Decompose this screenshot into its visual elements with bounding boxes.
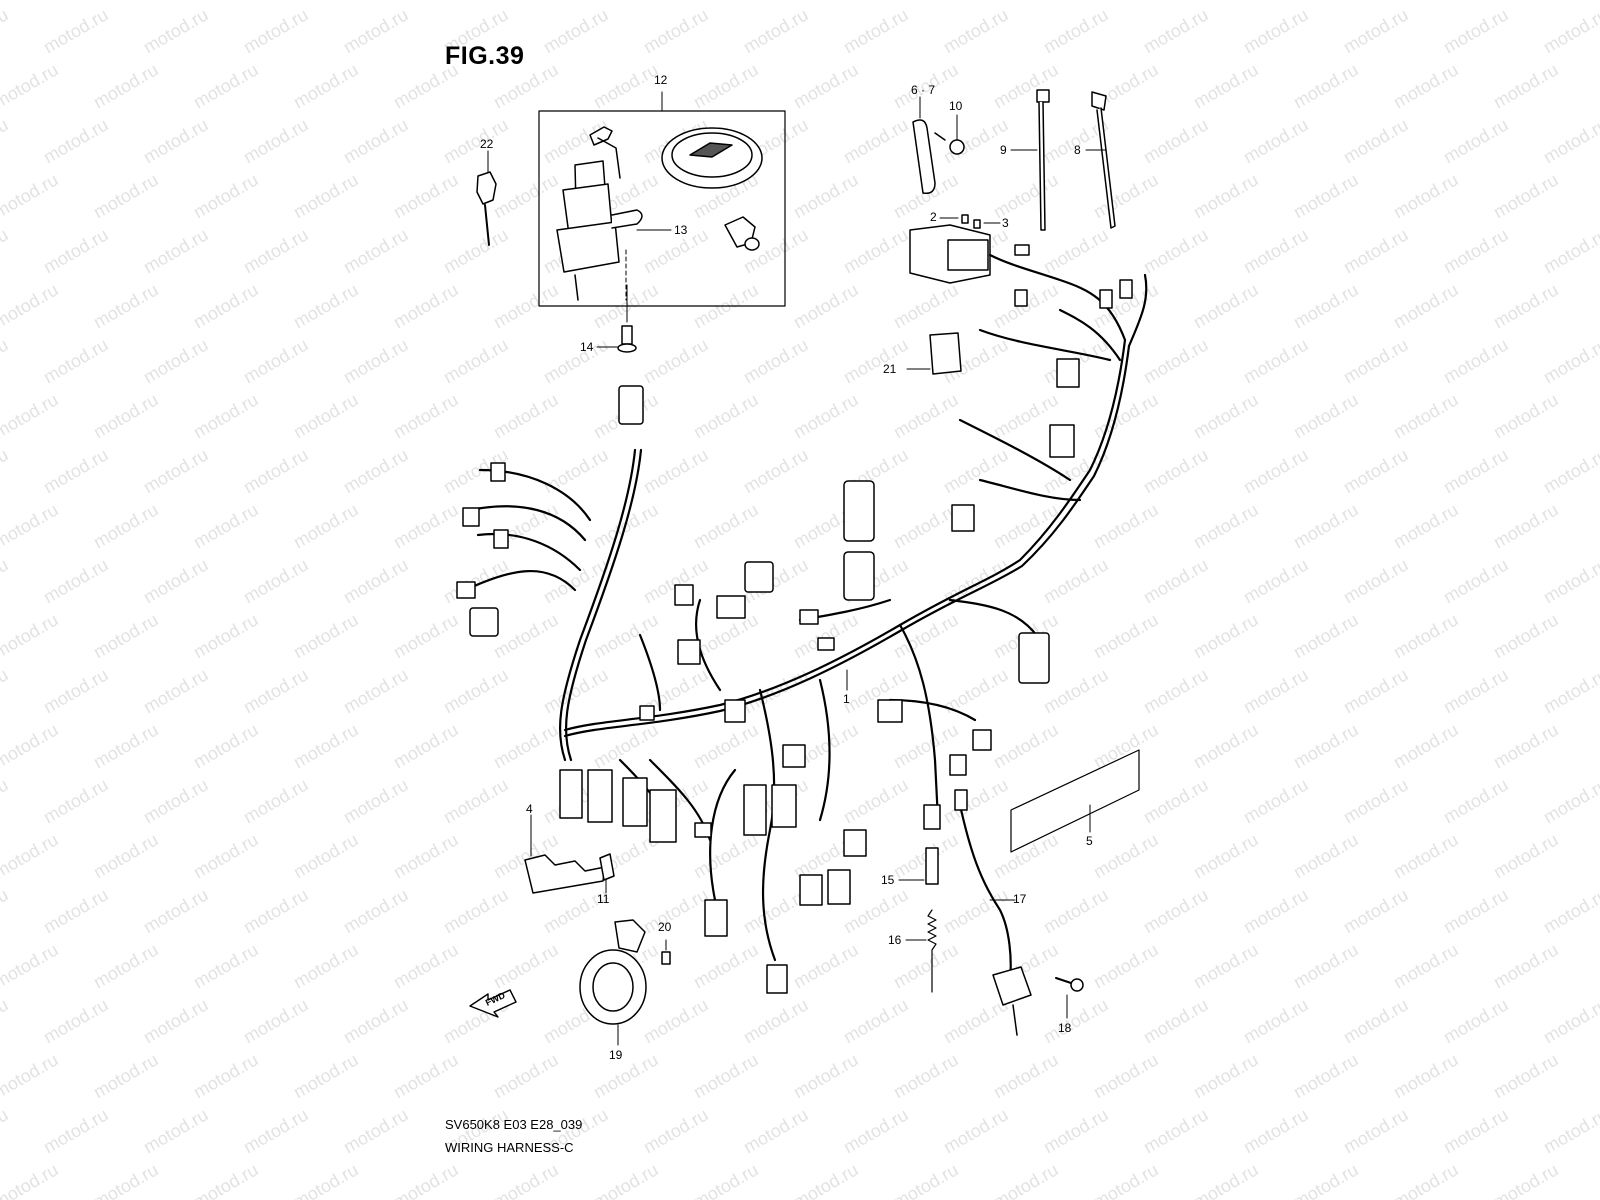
callout-4: 4 <box>526 802 533 816</box>
callout-8: 8 <box>1074 143 1081 157</box>
relay <box>906 332 962 375</box>
callout-14: 14 <box>580 340 594 354</box>
figure-caption: WIRING HARNESS-C <box>445 1140 574 1155</box>
callout-3: 3 <box>1002 216 1009 230</box>
forward-direction-arrow <box>469 989 517 1018</box>
figure-code: SV650K8 E03 E28_039 <box>445 1117 583 1132</box>
callout-21: 21 <box>883 362 897 376</box>
figure-title: FIG.39 <box>445 42 525 70</box>
cable-tie <box>1010 89 1050 231</box>
side-stand-switch <box>992 899 1032 1036</box>
fuel-cap-lock <box>661 127 763 251</box>
callout-15: 15 <box>881 873 895 887</box>
bracket <box>524 814 615 894</box>
label-plate <box>1010 749 1140 853</box>
callout-11: 11 <box>597 892 610 906</box>
callout-19: 19 <box>609 1048 623 1062</box>
ignition-set-group-box <box>538 91 786 307</box>
callout-22: 22 <box>480 137 494 151</box>
harness-connectors <box>456 244 1133 994</box>
key <box>476 150 497 246</box>
bolt <box>934 114 965 155</box>
screw <box>1055 977 1084 1019</box>
ignition-switch <box>556 126 672 301</box>
clamp <box>912 96 936 195</box>
callout-18: 18 <box>1058 1021 1072 1035</box>
callout-9: 9 <box>1000 143 1007 157</box>
fuse-box <box>909 214 1001 284</box>
screw <box>596 284 637 353</box>
return-spring <box>905 909 937 993</box>
horn <box>579 919 671 1046</box>
callout-12: 12 <box>654 73 668 87</box>
callout-5: 5 <box>1086 834 1093 848</box>
cable-tie <box>1085 91 1116 229</box>
callout-13: 13 <box>674 223 688 237</box>
callout-16: 16 <box>888 933 902 947</box>
callout-1: 1 <box>843 692 850 706</box>
callout-2: 2 <box>930 210 937 224</box>
callout-17: 17 <box>1013 892 1027 906</box>
callout-10: 10 <box>949 99 963 113</box>
callout-6-7: 6 · 7 <box>911 83 936 97</box>
callout-20: 20 <box>658 920 672 934</box>
stop-switch <box>898 847 939 885</box>
